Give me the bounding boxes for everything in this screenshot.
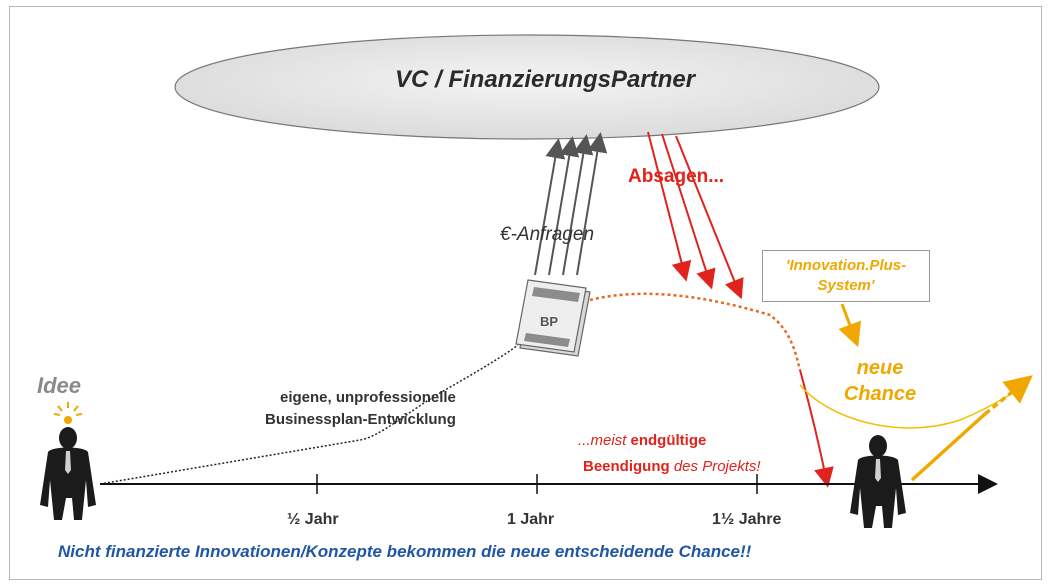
neue-chance-arrow — [910, 412, 987, 482]
vc-partner-title: VC / FinanzierungsPartner — [395, 66, 696, 93]
footer-statement: Nicht finanzierte Innovationen/Konzepte … — [58, 542, 752, 561]
anfragen-arrows — [534, 132, 608, 276]
innovation-plus-line1: 'Innovation.Plus- — [785, 257, 907, 274]
innovation-plus-line2: System' — [817, 277, 875, 294]
neue-chance-arrow-dash — [983, 375, 1033, 416]
neue-chance-label: neue Chance — [820, 355, 940, 407]
project-end-label: ...meist endgültige Beendigung des Proje… — [578, 428, 761, 480]
tick-one-year: 1 Jahr — [507, 511, 555, 528]
tick-half-year: ½ Jahr — [287, 511, 339, 528]
innovation-arrow — [838, 303, 862, 348]
person-left-icon — [40, 427, 96, 520]
businessplan-line1: eigene, unprofessionelle — [280, 389, 456, 406]
absagen-arrows — [647, 131, 744, 300]
beendigung-text: Beendigung — [583, 458, 670, 475]
innovation-plus-box — [762, 250, 930, 302]
person-right-icon — [850, 435, 906, 528]
timeline-axis — [100, 474, 998, 494]
bp-doc-label: BP — [540, 314, 558, 329]
chance-text: Chance — [843, 383, 917, 405]
businessplan-line2: Businessplan-Entwicklung — [265, 411, 456, 428]
absagen-label: Absagen... — [628, 166, 725, 187]
neue-text: neue — [856, 357, 904, 379]
bp-document-icon: BP — [515, 279, 591, 357]
innovation-plus-label: 'Innovation.Plus- System' — [770, 256, 922, 296]
vc-ellipse — [174, 34, 880, 140]
neue-chance-curve — [799, 384, 1016, 429]
tick-one-half-years: 1½ Jahre — [712, 511, 782, 528]
des-projekts-text: des Projekts! — [669, 458, 761, 475]
bp-decline-curve-end — [799, 369, 834, 488]
idee-label: Idee — [37, 373, 82, 398]
bp-decline-curve — [589, 292, 802, 371]
anfragen-label: €-Anfragen — [500, 224, 595, 245]
meist-text: ...meist — [578, 432, 631, 449]
businessplan-label: eigene, unprofessionelle Businessplan-En… — [242, 387, 456, 431]
lightbulb-icon — [53, 402, 83, 424]
endgueltige-text: endgültige — [630, 432, 707, 449]
